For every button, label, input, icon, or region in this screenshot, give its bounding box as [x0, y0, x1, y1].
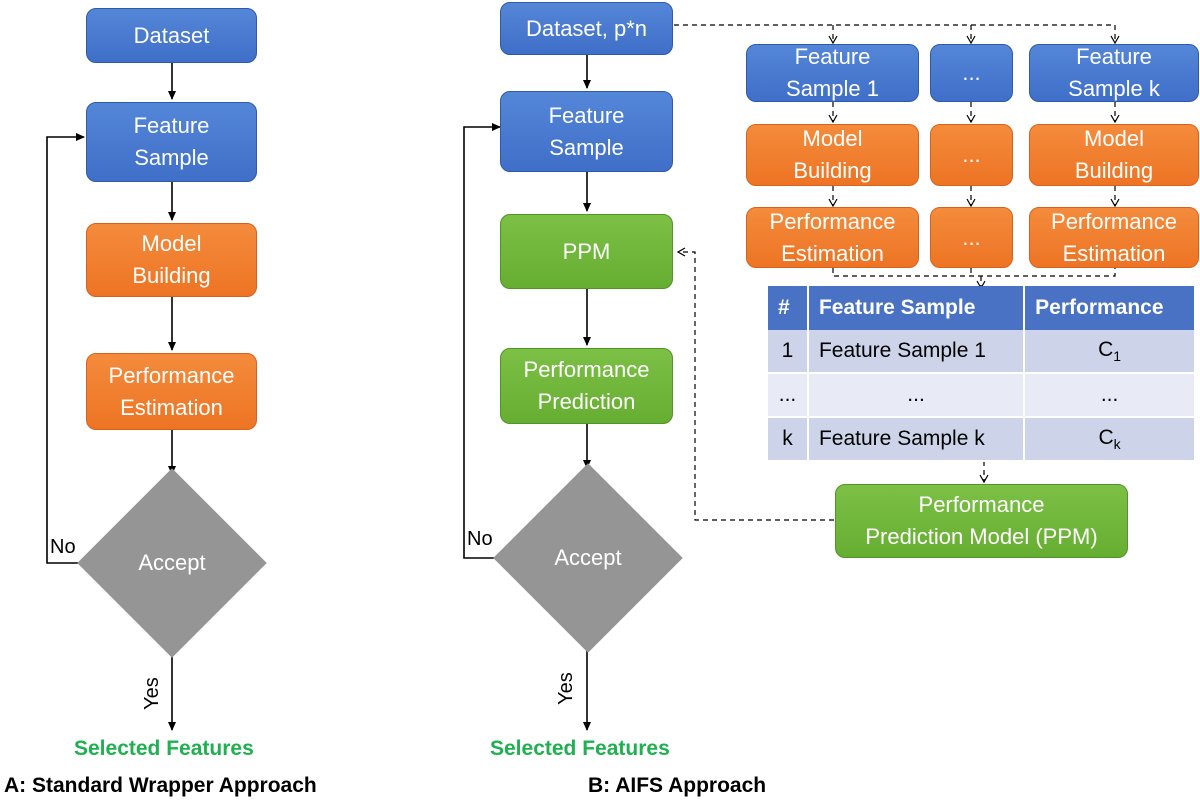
- performance-prediction-box: Performance Prediction: [500, 348, 673, 424]
- table-cell-sample: ...: [807, 373, 1026, 418]
- feature-sample-k-box: Feature Sample k: [1029, 44, 1199, 102]
- performance-estimation-ellipsis-box: ...: [930, 207, 1013, 268]
- table-cell-performance: Ck: [1024, 417, 1196, 462]
- caption-a: A: Standard Wrapper Approach: [4, 774, 317, 797]
- performance-estimation-k-box: Performance Estimation: [1029, 207, 1199, 268]
- table-cell-index: ...: [768, 373, 809, 418]
- perf-subscript: k: [1113, 436, 1121, 453]
- table-cell-sample: Feature Sample k: [807, 417, 1026, 462]
- model-building-1-box: Model Building: [746, 124, 919, 186]
- table-cell-performance: C1: [1024, 330, 1196, 374]
- caption-b: B: AIFS Approach: [588, 774, 767, 797]
- table-row: k Feature Sample k Ck: [768, 417, 1196, 462]
- performance-prediction-model-box: Performance Prediction Model (PPM): [835, 484, 1128, 558]
- feature-sample-box-b: Feature Sample: [500, 91, 673, 172]
- feature-performance-table: # Feature Sample Performance 1 Feature S…: [768, 286, 1196, 462]
- accept-label-b: Accept: [554, 545, 622, 570]
- ppm-box: PPM: [500, 214, 673, 289]
- yes-label-a: Yes: [140, 677, 163, 710]
- table-cell-index: 1: [768, 330, 809, 374]
- dataset-box-b: Dataset, p*n: [500, 2, 673, 55]
- table-row: 1 Feature Sample 1 C1: [768, 330, 1196, 374]
- table-header-sample: Feature Sample: [807, 286, 1026, 330]
- table-row: ... ... ...: [768, 373, 1196, 418]
- model-building-box-a: Model Building: [86, 223, 257, 297]
- no-label-b: No: [467, 528, 493, 550]
- table-header-index: #: [768, 286, 809, 330]
- perf-subscript: 1: [1113, 348, 1122, 365]
- table-cell-index: k: [768, 417, 809, 462]
- performance-estimation-box-a: Performance Estimation: [86, 353, 257, 430]
- perf-symbol: C: [1098, 425, 1114, 449]
- model-building-k-box: Model Building: [1029, 124, 1199, 186]
- yes-label-b: Yes: [554, 672, 577, 705]
- dataset-box-a: Dataset: [86, 8, 257, 63]
- feature-sample-ellipsis-box: ...: [930, 44, 1013, 102]
- perf-symbol: C: [1098, 337, 1114, 361]
- model-building-ellipsis-box: ...: [930, 124, 1013, 186]
- accept-label-a: Accept: [138, 550, 206, 575]
- feature-sample-1-box: Feature Sample 1: [746, 44, 919, 102]
- feature-sample-box-a: Feature Sample: [86, 102, 257, 182]
- table-cell-performance: ...: [1024, 373, 1196, 418]
- selected-features-a: Selected Features: [74, 737, 254, 760]
- selected-features-b: Selected Features: [490, 737, 670, 760]
- performance-estimation-1-box: Performance Estimation: [746, 207, 919, 268]
- table-header-row: # Feature Sample Performance: [768, 286, 1196, 330]
- table-header-performance: Performance: [1024, 286, 1196, 330]
- no-label-a: No: [50, 536, 76, 558]
- table-cell-sample: Feature Sample 1: [807, 330, 1026, 374]
